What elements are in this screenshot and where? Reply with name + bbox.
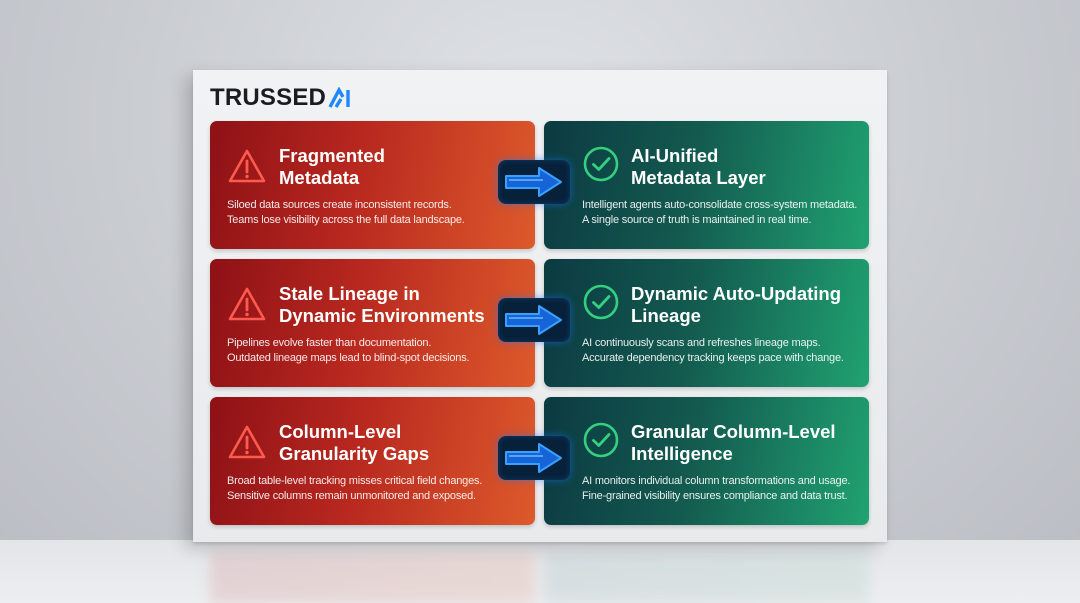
brand-name: TRUSSED (210, 84, 327, 111)
solution-card-ai-unified-metadata-layer: AI-Unified Metadata Layer Intelligent ag… (544, 121, 869, 249)
problem-card-column-level-granularity-gaps: Column-Level Granularity Gaps Broad tabl… (210, 397, 535, 525)
card-description: Broad table-level tracking misses critic… (227, 474, 527, 504)
title-line-2: Dynamic Environments (279, 304, 485, 326)
check-circle-icon (583, 284, 619, 320)
check-circle-icon (583, 146, 619, 182)
card-description: AI continuously scans and refreshes line… (582, 336, 861, 366)
title-line-2: Intelligence (631, 442, 733, 464)
card-title: Granular Column-Level Intelligence (631, 421, 859, 464)
card-description: Pipelines evolve faster than documentati… (227, 336, 527, 366)
desc-line-1: AI monitors individual column transforma… (582, 475, 851, 487)
warning-triangle-icon (228, 149, 266, 183)
infographic-board: TRUSSED Fragmented Metadata Siloed data … (193, 70, 887, 542)
desc-line-1: Broad table-level tracking misses critic… (227, 475, 483, 487)
desc-line-1: Pipelines evolve faster than documentati… (227, 337, 432, 349)
transition-arrow (498, 436, 570, 480)
desc-line-2: Outdated lineage maps lead to blind-spot… (227, 352, 470, 364)
warning-triangle-icon (228, 425, 266, 459)
brand-ai-mark-icon (328, 87, 350, 108)
title-line-2: Metadata (279, 166, 360, 188)
problem-card-fragmented-metadata: Fragmented Metadata Siloed data sources … (210, 121, 535, 249)
arrow-right-icon (505, 305, 562, 335)
problem-card-stale-lineage: Stale Lineage in Dynamic Environments Pi… (210, 259, 535, 387)
solution-card-granular-column-level-intelligence: Granular Column-Level Intelligence AI mo… (544, 397, 869, 525)
desc-line-2: A single source of truth is maintained i… (582, 214, 812, 226)
check-circle-icon (583, 422, 619, 458)
brand-logo: TRUSSED (210, 84, 352, 112)
card-description: AI monitors individual column transforma… (582, 474, 861, 504)
floor-surface (0, 540, 1080, 603)
desc-line-1: Intelligent agents auto-consolidate cros… (582, 199, 858, 211)
title-line-2: Granularity Gaps (279, 442, 430, 464)
board-reflection-left (210, 552, 535, 603)
card-title: Column-Level Granularity Gaps (279, 421, 525, 464)
title-line-1: Fragmented (279, 145, 385, 166)
card-title: Stale Lineage in Dynamic Environments (279, 283, 525, 326)
transition-arrow (498, 160, 570, 204)
desc-line-1: Siloed data sources create inconsistent … (227, 199, 452, 211)
title-line-1: Stale Lineage in (279, 283, 420, 304)
title-line-1: Column-Level (279, 421, 402, 442)
card-description: Intelligent agents auto-consolidate cros… (582, 198, 861, 228)
card-title: Fragmented Metadata (279, 145, 525, 188)
board-reflection-right (544, 552, 869, 603)
title-line-1: AI-Unified (631, 145, 719, 166)
arrow-right-icon (505, 443, 562, 473)
solution-card-dynamic-auto-updating-lineage: Dynamic Auto-Updating Lineage AI continu… (544, 259, 869, 387)
title-line-2: Lineage (631, 304, 701, 326)
desc-line-2: Teams lose visibility across the full da… (227, 214, 465, 226)
title-line-1: Granular Column-Level (631, 421, 836, 442)
warning-triangle-icon (228, 287, 266, 321)
card-title: AI-Unified Metadata Layer (631, 145, 859, 188)
title-line-2: Metadata Layer (631, 166, 766, 188)
desc-line-2: Fine-grained visibility ensures complian… (582, 490, 848, 502)
desc-line-1: AI continuously scans and refreshes line… (582, 337, 821, 349)
arrow-right-icon (505, 167, 562, 197)
desc-line-2: Accurate dependency tracking keeps pace … (582, 352, 844, 364)
card-title: Dynamic Auto-Updating Lineage (631, 283, 859, 326)
transition-arrow (498, 298, 570, 342)
title-line-1: Dynamic Auto-Updating (631, 283, 842, 304)
desc-line-2: Sensitive columns remain unmonitored and… (227, 490, 476, 502)
card-description: Siloed data sources create inconsistent … (227, 198, 527, 228)
